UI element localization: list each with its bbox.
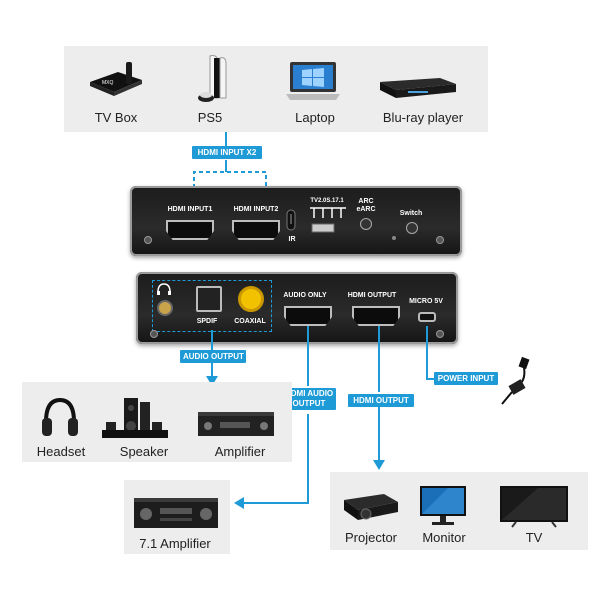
svg-text:MXQ: MXQ	[102, 80, 114, 86]
amp71-icon	[134, 498, 218, 528]
coaxial-label: COAXIAL	[234, 318, 266, 325]
micro-usb-port[interactable]	[418, 312, 436, 322]
source-connector-line	[225, 132, 227, 150]
ps5-label: PS5	[197, 110, 223, 125]
ps5-icon	[198, 55, 227, 102]
projector-label: Projector	[344, 530, 398, 545]
hdmi-output-line	[378, 326, 380, 392]
audio-only-hdmi-port[interactable]	[284, 306, 332, 326]
hdmi-output-line-2	[378, 407, 380, 463]
tv-modes-label: TV2.0S.17.1	[310, 198, 344, 204]
screw-icon	[150, 330, 158, 338]
bluray-label: Blu-ray player	[382, 110, 464, 125]
spdif-port[interactable]	[196, 286, 222, 312]
switch-label: Switch	[399, 210, 423, 217]
arc-earc-button[interactable]	[360, 218, 372, 230]
monitor-icon	[420, 486, 466, 525]
laptop-label: Laptop	[295, 110, 335, 125]
power-line-2	[426, 378, 436, 380]
power-line	[426, 326, 428, 378]
screw-icon	[144, 236, 152, 244]
power-input-tag: POWER INPUT	[434, 372, 498, 385]
headset-label: Headset	[36, 444, 86, 459]
input-connector-line	[225, 160, 227, 172]
speaker-label: Speaker	[119, 444, 169, 459]
hdmi-audio-output-tag: HDMI AUDIO OUTPUT	[282, 388, 336, 410]
projector-icon	[344, 494, 398, 520]
bluray-player-icon	[380, 78, 456, 98]
tv-box-label: TV Box	[94, 110, 138, 125]
amplifier-icon	[198, 412, 274, 436]
headphone-jack[interactable]	[157, 300, 173, 316]
hdmi-input1-label: HDMI INPUT1	[167, 206, 213, 213]
screw-icon	[436, 236, 444, 244]
power-adapter-icon	[501, 356, 530, 405]
audio-output-tag: AUDIO OUTPUT	[180, 350, 246, 363]
dip-switches[interactable]	[308, 206, 348, 236]
audio-only-label: AUDIO ONLY	[283, 292, 327, 299]
headphone-icon	[157, 283, 171, 295]
audio-output-line	[211, 330, 213, 352]
tv-label: TV	[525, 530, 543, 545]
tv-box-icon: MXQ	[90, 62, 142, 96]
audio-output-arrow	[206, 376, 218, 386]
hdmi-audio-text-2: OUTPUT	[292, 399, 326, 408]
hdmi-audio-line-2	[307, 414, 309, 504]
earc-label: eARC	[356, 206, 376, 213]
coaxial-port[interactable]	[238, 286, 264, 312]
switch-button[interactable]	[406, 222, 418, 234]
ir-sensor-icon	[286, 209, 296, 231]
hdmi-input2-port[interactable]	[232, 220, 280, 240]
laptop-icon	[286, 62, 340, 100]
hdmi-output-port[interactable]	[352, 306, 400, 326]
hdmi-output-label: HDMI OUTPUT	[347, 292, 397, 299]
hdmi-input2-label: HDMI INPUT2	[233, 206, 279, 213]
hdmi-audio-text-1: HDMI AUDIO	[285, 389, 334, 398]
screw-icon	[436, 330, 444, 338]
led-indicator	[392, 236, 396, 240]
ir-label: IR	[288, 236, 296, 243]
arc-label: ARC	[358, 198, 374, 205]
hdmi-output-arrow	[373, 460, 385, 470]
spdif-label: SPDIF	[196, 318, 218, 325]
headset-icon	[42, 397, 78, 436]
hdmi-input-tag: HDMI INPUT X2	[192, 146, 262, 159]
audio-output-line-2	[211, 363, 213, 379]
amp71-label: 7.1 Amplifier	[139, 536, 211, 551]
hdmi-input1-port[interactable]	[166, 220, 214, 240]
hdmi-audio-line-3	[242, 502, 309, 504]
micro5v-label: MICRO 5V	[409, 298, 443, 305]
hdmi-output-tag: HDMI OUTPUT	[348, 394, 414, 407]
hdmi-audio-arrow	[234, 497, 244, 509]
speaker-icon	[102, 398, 168, 438]
tv-icon	[500, 486, 568, 528]
hdmi-audio-line	[307, 326, 309, 386]
monitor-label: Monitor	[422, 530, 466, 545]
amplifier-label: Amplifier	[214, 444, 266, 459]
